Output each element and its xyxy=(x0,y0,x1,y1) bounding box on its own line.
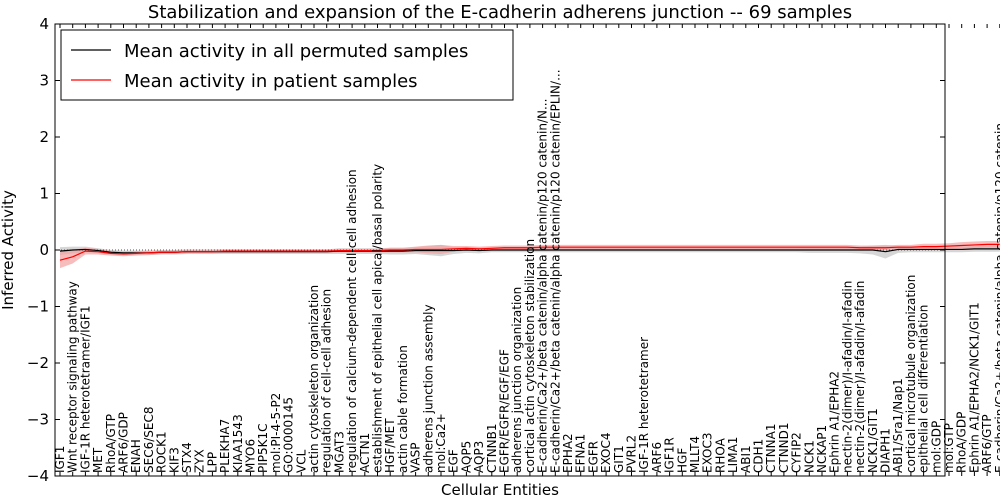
category-label: AQP3 xyxy=(472,441,486,473)
category-label: regulation of cell-cell adhesion xyxy=(320,289,334,473)
category-label: actin cable formation xyxy=(396,345,410,473)
series-line-patient xyxy=(59,243,1000,261)
legend-label-patient: Mean activity in patient samples xyxy=(124,71,418,92)
category-label: KIAA1543 xyxy=(231,414,245,473)
category-label: LIMA1 xyxy=(726,437,740,473)
plot-frame xyxy=(54,23,946,477)
category-label: MET xyxy=(91,447,105,473)
category-label: IGF-1R heterotetramer/IGF1 xyxy=(78,306,92,473)
y-tick-label: −1 xyxy=(27,298,49,316)
y-tick-label: −4 xyxy=(27,467,49,485)
category-label: Ephrin A1/EPHA2/NCK1/GIT1 xyxy=(967,302,981,473)
category-label: CDH1 xyxy=(752,439,766,473)
category-label: VCL xyxy=(294,449,308,473)
category-label: epithelial cell differentiation xyxy=(917,305,931,473)
legend: Mean activity in all permuted samples Me… xyxy=(60,29,514,101)
category-label: CTNND1 xyxy=(777,422,791,473)
category-label: Wnt receptor signaling pathway xyxy=(66,281,80,473)
category-label: VASP xyxy=(409,442,423,473)
category-label: NCK1 xyxy=(802,440,816,473)
category-label: E-cadherin/Ca2+/beta catenin/alpha caten… xyxy=(548,69,562,473)
category-label: AQP5 xyxy=(459,441,473,473)
category-label: mol:GDP xyxy=(929,421,943,473)
category-label: HGF/MET xyxy=(383,418,397,473)
x-tick-layer xyxy=(59,24,1000,476)
category-label: nectin-2(dimer)/I-afadin/I-afadin xyxy=(853,281,867,473)
category-label: MLLT4 xyxy=(688,436,702,473)
category-label: HGF xyxy=(675,448,689,473)
category-label: PVRL2 xyxy=(625,435,639,473)
category-label: EGFR xyxy=(586,441,600,473)
category-label: CTNNB1 xyxy=(485,423,499,473)
category-label: NCKAP1 xyxy=(815,425,829,473)
legend-box xyxy=(60,29,514,101)
category-label: EGF xyxy=(447,449,461,473)
y-tick-label: −2 xyxy=(27,354,49,372)
category-label: MGAT3 xyxy=(332,431,346,473)
y-tick-label: −3 xyxy=(27,411,49,429)
category-label: E-cadherin/Ca2+/beta catenin/alpha caten… xyxy=(993,123,1000,473)
category-label: STX4 xyxy=(180,442,194,473)
category-label: RHOA xyxy=(713,437,727,473)
category-label: EFNA1 xyxy=(574,434,588,473)
category-label: EPHA2 xyxy=(561,433,575,473)
category-label: E-cadherin/Ca2+/beta catenin/alpha caten… xyxy=(536,99,550,473)
category-label: EXOC4 xyxy=(599,433,613,474)
category-label: MYO6 xyxy=(244,439,258,473)
category-label: nectin-2(dimer)/I-afadin/I-afadin xyxy=(840,281,854,473)
category-label: ARF6 xyxy=(650,442,664,473)
category-label: EXOC3 xyxy=(701,433,715,474)
category-label: mol:Ca2+ xyxy=(434,413,448,473)
category-label: RhoA/GDP xyxy=(955,412,969,473)
category-label: adherens junction assembly xyxy=(421,304,435,473)
y-tick-label: 4 xyxy=(39,15,49,33)
category-label: SEC6/SEC8 xyxy=(142,407,156,473)
category-label: mol:PI-4-5-P2 xyxy=(269,393,283,473)
category-label: ENAH xyxy=(129,439,143,473)
category-label: ARF6/GTP xyxy=(980,414,994,473)
category-label: NCK1/GIT1 xyxy=(866,408,880,473)
x-axis-label: Cellular Entities xyxy=(441,481,559,499)
category-label: ZYX xyxy=(193,449,207,473)
category-label: adherens junction organization xyxy=(510,287,524,473)
category-label: Ephrin A1/EPHA2 xyxy=(828,371,842,473)
y-tick-label: 1 xyxy=(39,185,49,203)
category-label: IGF1 xyxy=(53,446,67,473)
category-label: ROCK1 xyxy=(155,431,169,473)
category-label: GIT1 xyxy=(612,445,626,473)
category-label: EGFR/EGFR/EGF/EGF xyxy=(498,349,512,473)
category-label: GO:0000145 xyxy=(282,397,296,473)
category-label: KIF3 xyxy=(167,447,181,473)
category-label: ACTN1 xyxy=(358,433,372,473)
chart-title: Stabilization and expansion of the E-cad… xyxy=(148,2,852,23)
category-label: LPP xyxy=(205,452,219,473)
category-label: regulation of calcium-dependent cell-cel… xyxy=(345,169,359,473)
y-tick-label: 2 xyxy=(39,128,49,146)
series-layer xyxy=(59,243,1000,261)
category-label: PIP5K1C xyxy=(256,423,270,473)
category-label: CTNNA1 xyxy=(764,423,778,473)
legend-label-permuted: Mean activity in all permuted samples xyxy=(124,41,468,62)
category-label: PLEKHA7 xyxy=(218,419,232,473)
y-tick-layer: 4 3 2 1 0 −1 −2 −3 −4 xyxy=(27,15,945,485)
category-label: CYFIP2 xyxy=(790,432,804,473)
category-label: establishment of epithelial cell apical/… xyxy=(371,164,385,473)
category-label: ABI1/Sra1/Nap1 xyxy=(891,378,905,473)
category-label: cortical actin cytoskeleton stabilizatio… xyxy=(523,239,537,473)
category-label: DIAPH1 xyxy=(879,428,893,473)
y-axis-label: Inferred Activity xyxy=(0,190,17,310)
category-label: ABI1 xyxy=(739,445,753,473)
category-label: ARF6/GDP xyxy=(117,412,131,473)
y-tick-label: 0 xyxy=(39,241,49,259)
category-label: actin cytoskeleton organization xyxy=(307,285,321,473)
category-label: cortical microtubule organization xyxy=(904,275,918,473)
category-label: RhoA/GTP xyxy=(104,414,118,473)
category-label: IGF-1R heterotetramer xyxy=(637,337,651,473)
category-label: IGF1R xyxy=(663,437,677,473)
y-tick-label: 3 xyxy=(39,72,49,90)
